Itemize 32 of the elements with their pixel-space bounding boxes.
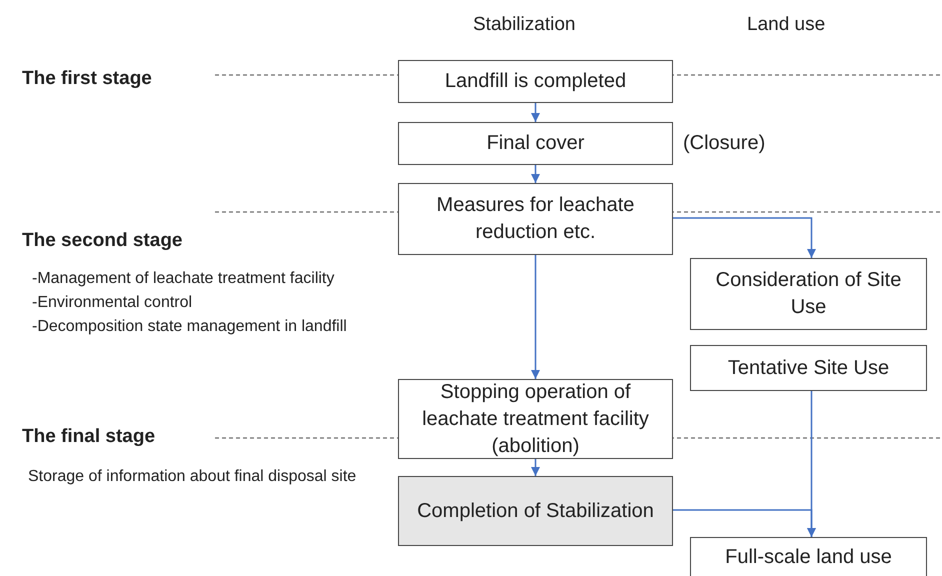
- arrow: [673, 509, 816, 537]
- box-text: Measures for leachate reduction etc.: [436, 193, 636, 245]
- stage-title: The second stage: [22, 230, 182, 252]
- list-item: -Environmental control: [32, 294, 192, 312]
- box-text: Completion of Stabilization: [417, 498, 654, 524]
- box-text: Consideration of Site Use: [714, 268, 902, 320]
- box-text: Stopping operation of leachate treatment facility (abolition): [421, 380, 650, 458]
- process-box: [690, 537, 927, 576]
- note-text: Storage of information about final disposal site: [28, 467, 358, 487]
- arrow: [531, 459, 540, 476]
- annotation-text: (Closure): [683, 132, 766, 154]
- arrow: [531, 255, 540, 379]
- box-text: Landfill is completed: [444, 69, 626, 94]
- box-text: Final cover: [486, 131, 584, 156]
- column-header: Land use: [747, 14, 826, 36]
- process-box: [398, 122, 673, 165]
- process-box: [690, 345, 927, 391]
- arrow: [673, 217, 816, 258]
- box-text: Tentative Site Use: [728, 356, 890, 380]
- process-box: [398, 379, 673, 459]
- process-box: [690, 258, 927, 330]
- process-box: [398, 60, 673, 103]
- process-box: [398, 183, 673, 255]
- stage-title: The final stage: [22, 426, 156, 448]
- stage-title: The first stage: [22, 68, 152, 90]
- list-item: -Decomposition state management in landfill: [32, 318, 347, 336]
- arrow: [531, 103, 540, 122]
- highlighted-process-box: [398, 476, 673, 546]
- box-text: Full-scale land use: [725, 544, 892, 570]
- column-header: Stabilization: [473, 14, 576, 36]
- arrow: [531, 165, 540, 183]
- list-item: -Management of leachate treatment facility: [32, 270, 334, 288]
